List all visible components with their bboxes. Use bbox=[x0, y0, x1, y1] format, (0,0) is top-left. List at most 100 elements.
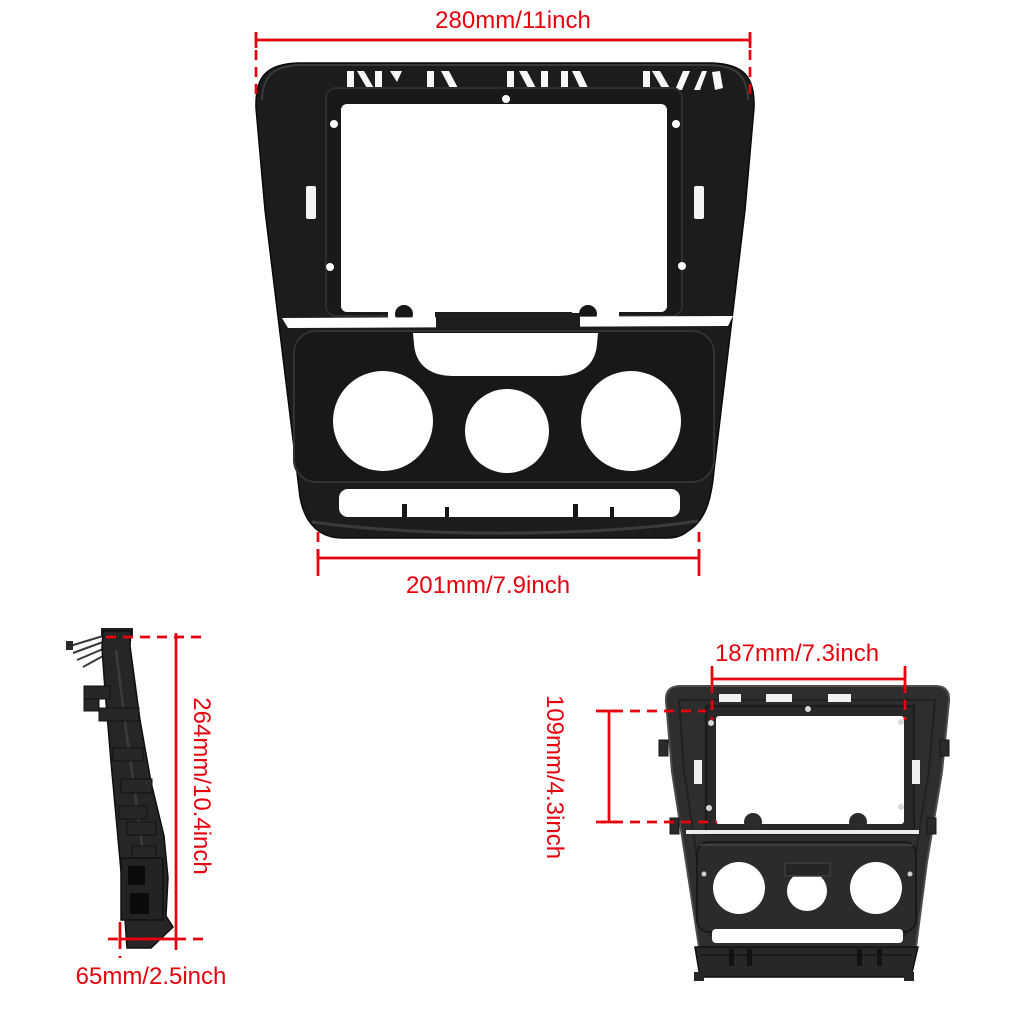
rim-slot bbox=[519, 71, 537, 90]
rear-opening-height-dimension: 109mm/4.3inch bbox=[541, 695, 717, 859]
screw-hole bbox=[678, 262, 686, 270]
bottom-slot bbox=[339, 489, 680, 517]
screw-hole bbox=[898, 804, 904, 810]
rim-slot bbox=[357, 71, 375, 90]
rim-slot bbox=[766, 694, 792, 702]
rim-slot bbox=[375, 71, 382, 90]
side-clip bbox=[669, 817, 680, 835]
rear-side-clip-slots bbox=[694, 760, 920, 784]
rim-slot bbox=[572, 71, 589, 90]
slot-tab bbox=[573, 504, 578, 517]
flange-foot bbox=[904, 972, 914, 981]
dimension-label: 280mm/11inch bbox=[435, 7, 591, 34]
dimension-label: 187mm/7.3inch bbox=[715, 640, 879, 667]
tab-notch-hole bbox=[744, 813, 762, 831]
block-hole bbox=[128, 866, 145, 885]
comb-prong bbox=[76, 648, 104, 661]
fascia-rear-view bbox=[658, 685, 951, 981]
side-clip-comb bbox=[69, 635, 104, 668]
rim-slot bbox=[347, 71, 354, 90]
screw-hole bbox=[672, 120, 680, 128]
rim-slot bbox=[719, 694, 741, 702]
flange-foot bbox=[694, 972, 704, 981]
knob-hole-right bbox=[581, 371, 681, 471]
mounting-clip bbox=[83, 698, 100, 712]
side-height-dimension: 264mm/10.4inch bbox=[106, 633, 215, 950]
rear-side-clips bbox=[658, 739, 950, 835]
rear-opening-width-dimension: 187mm/7.3inch bbox=[710, 640, 907, 720]
rim-slot bbox=[652, 71, 671, 90]
flange-clips bbox=[729, 949, 882, 966]
front-bottom-width-dimension: 201mm/7.9inch bbox=[316, 532, 701, 599]
screw-hole bbox=[898, 719, 904, 725]
fascia-side-view bbox=[66, 628, 174, 949]
clip-slot bbox=[306, 186, 316, 219]
rear-bottom-flange bbox=[694, 946, 919, 978]
mounting-clip bbox=[126, 821, 157, 836]
mounting-clip bbox=[118, 805, 148, 820]
rear-top-slots bbox=[719, 694, 851, 702]
screw-hole bbox=[701, 871, 707, 877]
slot-tab bbox=[402, 504, 407, 517]
comb-foot bbox=[66, 641, 73, 650]
rim-slot bbox=[427, 71, 434, 90]
bottom-slot-tabs bbox=[402, 504, 614, 517]
mounting-clip bbox=[131, 845, 157, 859]
side-depth-dimension: 65mm/2.5inch bbox=[76, 922, 227, 990]
knob-hole-center bbox=[787, 871, 827, 911]
front-screw-holes bbox=[326, 95, 686, 271]
bottom-lip-highlight bbox=[311, 519, 699, 535]
side-clip bbox=[939, 739, 950, 757]
comb-prong bbox=[82, 655, 104, 668]
flange-clip bbox=[729, 949, 734, 966]
screw-hole bbox=[805, 706, 811, 712]
top-rim-clip-slots bbox=[347, 71, 723, 90]
side-clip bbox=[658, 739, 669, 757]
knob-hole-left bbox=[713, 862, 765, 914]
fascia-front-view bbox=[255, 62, 755, 539]
rim-slot bbox=[390, 71, 402, 82]
rim-slot bbox=[541, 71, 548, 90]
screw-hole bbox=[907, 871, 913, 877]
side-clip bbox=[926, 817, 937, 835]
knob-hole-right bbox=[850, 862, 902, 914]
screw-hole bbox=[708, 720, 714, 726]
screen-opening bbox=[341, 104, 667, 312]
front-top-width-dimension: 280mm/11inch bbox=[254, 7, 752, 98]
clip-slot bbox=[912, 760, 920, 784]
vent-cutout bbox=[413, 333, 598, 376]
flange-clip bbox=[747, 949, 752, 966]
front-top-rim-highlight bbox=[261, 64, 749, 101]
tab-notch-hole bbox=[849, 813, 867, 831]
screw-hole bbox=[330, 120, 338, 128]
rim-slot bbox=[441, 71, 459, 90]
slot-tab bbox=[610, 507, 614, 517]
mounting-clip bbox=[98, 707, 140, 722]
clip-slot bbox=[694, 760, 702, 784]
rear-bottom-slot bbox=[712, 929, 903, 943]
rim-slot bbox=[507, 71, 514, 90]
dimension-label: 264mm/10.4inch bbox=[188, 697, 215, 874]
dimension-label: 109mm/4.3inch bbox=[541, 695, 568, 859]
dimension-label: 65mm/2.5inch bbox=[76, 963, 227, 990]
climate-center-bracket bbox=[784, 862, 831, 877]
screw-hole bbox=[502, 95, 510, 103]
dimension-label: 201mm/7.9inch bbox=[406, 572, 570, 599]
rim-slot bbox=[675, 71, 690, 90]
flange-clip bbox=[877, 949, 882, 966]
rim-slot bbox=[561, 71, 568, 90]
rear-trim-line bbox=[686, 830, 919, 834]
screw-hole bbox=[326, 263, 334, 271]
comb-prong bbox=[69, 635, 104, 647]
rear-screen-opening bbox=[716, 716, 904, 824]
comb-prong bbox=[72, 641, 104, 654]
rim-slot bbox=[694, 71, 707, 90]
clip-slot bbox=[694, 186, 704, 219]
mounting-clip bbox=[120, 778, 153, 794]
rim-slot bbox=[828, 694, 851, 702]
screw-hole bbox=[706, 805, 712, 811]
rear-screw-holes bbox=[706, 706, 904, 811]
trim-strip-center-cover bbox=[436, 313, 580, 328]
slot-tab bbox=[445, 507, 449, 517]
